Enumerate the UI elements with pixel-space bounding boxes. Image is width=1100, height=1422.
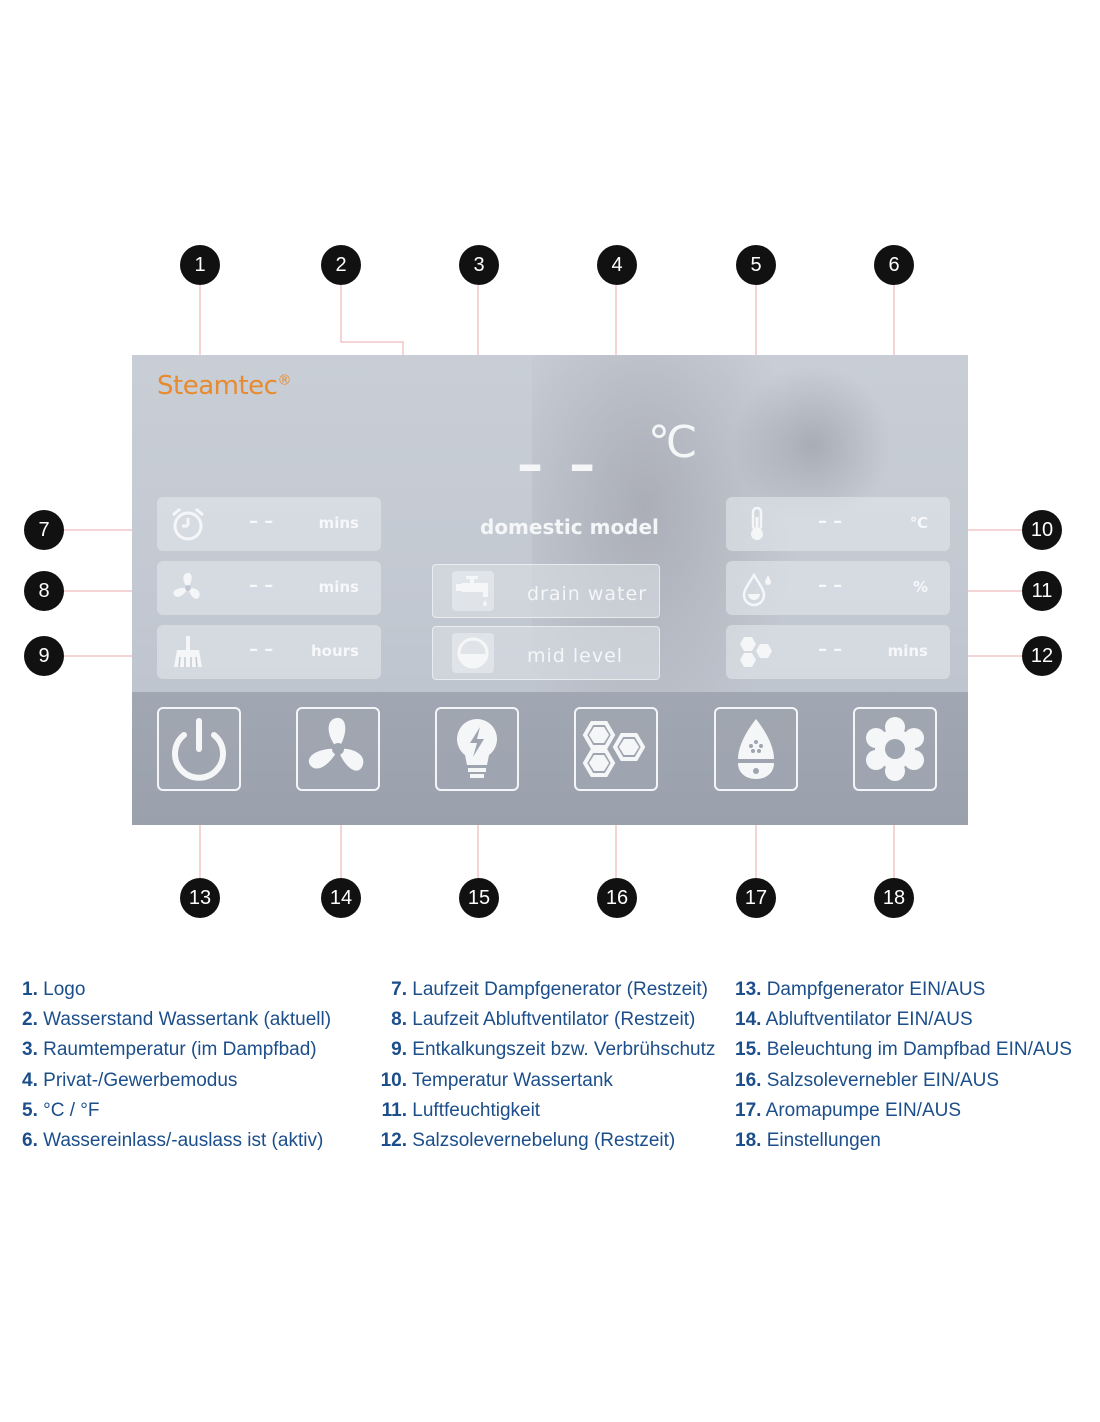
fan-icon (173, 572, 200, 599)
steamtec-logo: Steamtec® (157, 371, 291, 401)
callout-12: 12 (1022, 636, 1062, 676)
legend-item: 15. Beleuchtung im Dampfbad EIN/AUS (735, 1039, 1072, 1061)
legend-item: 12. Salzsolevernebelung (Restzeit) (380, 1130, 676, 1152)
legend-item: 5. °C / °F (22, 1099, 100, 1121)
callout-11: 11 (1022, 571, 1062, 611)
gear-icon (866, 717, 924, 781)
lighting-toggle-button[interactable] (435, 707, 519, 791)
legend-item: 1. Logo (22, 979, 86, 1000)
legend-column-1: 1. Logo 2. Wasserstand Wassertank (aktue… (22, 975, 331, 1156)
legend-item: 10. Temperatur Wassertank (380, 1069, 613, 1091)
legend-column-2: 7. Laufzeit Dampfgenerator (Restzeit) 8.… (378, 975, 716, 1156)
exhaust-fan-runtime: – – mins (157, 561, 381, 615)
light-bulb-icon (457, 719, 497, 778)
callout-3: 3 (459, 245, 499, 285)
bottom-toolbar (132, 692, 968, 825)
water-level-button[interactable]: mid level (432, 626, 660, 680)
aroma-pump-toggle-button[interactable] (714, 707, 798, 791)
callout-13: 13 (180, 878, 220, 918)
descaling-time: – – hours (157, 625, 381, 679)
settings-button[interactable] (853, 707, 937, 791)
callout-15: 15 (459, 878, 499, 918)
salt-nebulization-time: – – mins (726, 625, 950, 679)
legend-item: 9. Entkalkungszeit bzw. Verbrühschutz (391, 1039, 716, 1061)
legend-item: 8. Laufzeit Abluftventilator (Restzeit) (391, 1009, 696, 1031)
callout-5: 5 (736, 245, 776, 285)
alarm-clock-icon (172, 507, 204, 541)
thermometer-icon (751, 506, 763, 540)
callout-1: 1 (180, 245, 220, 285)
callout-18: 18 (874, 878, 914, 918)
steam-generator-power-button[interactable] (157, 707, 241, 791)
callout-17: 17 (736, 878, 776, 918)
callout-9: 9 (24, 636, 64, 676)
legend-item: 3. Raumtemperatur (im Dampfbad) (22, 1039, 317, 1061)
callout-8: 8 (24, 571, 64, 611)
legend-column-3: 13. Dampfgenerator EIN/AUS 14. Abluftven… (735, 975, 1072, 1156)
callout-2: 2 (321, 245, 361, 285)
broom-icon (174, 636, 202, 668)
salt-hexagons-icon (740, 637, 772, 667)
salt-nebulizer-toggle-button[interactable] (574, 707, 658, 791)
mode-label[interactable]: domestic model (480, 515, 659, 539)
legend-item: 7. Laufzeit Dampfgenerator (Restzeit) (391, 979, 708, 1000)
callout-14: 14 (321, 878, 361, 918)
half-circle-level-icon (452, 633, 494, 673)
aroma-diffuser-icon (738, 719, 774, 779)
callout-7: 7 (24, 510, 64, 550)
water-tap-icon (452, 571, 494, 611)
callout-4: 4 (597, 245, 637, 285)
drain-water-button[interactable]: drain water (432, 564, 660, 618)
callout-6: 6 (874, 245, 914, 285)
legend-item: 16. Salzsolevernebler EIN/AUS (735, 1069, 1000, 1091)
legend-item: 17. Aromapumpe EIN/AUS (735, 1099, 962, 1121)
humidity: – – % (726, 561, 950, 615)
callout-16: 16 (597, 878, 637, 918)
temperature-unit-toggle[interactable]: ℃ (648, 417, 698, 468)
tank-temperature: – – ℃ (726, 497, 950, 551)
power-icon (172, 718, 226, 781)
callout-10: 10 (1022, 510, 1062, 550)
legend-item: 6. Wassereinlass/-auslass ist (aktiv) (22, 1130, 324, 1152)
legend-item: 4. Privat-/Gewerbemodus (22, 1069, 238, 1091)
control-panel-screen: Steamtec® – – ℃ domestic model – – mins (132, 355, 968, 825)
legend-item: 11. Luftfeuchtigkeit (381, 1099, 541, 1121)
legend-item: 13. Dampfgenerator EIN/AUS (735, 979, 986, 1000)
humidity-drop-icon (742, 572, 771, 607)
legend-item: 14. Abluftventilator EIN/AUS (735, 1009, 973, 1031)
legend-item: 2. Wasserstand Wassertank (aktuell) (22, 1009, 332, 1031)
legend-item: 18. Einstellungen (735, 1130, 881, 1152)
exhaust-fan-toggle-button[interactable] (296, 707, 380, 791)
steam-generator-runtime: – – mins (157, 497, 381, 551)
hexagons-icon (582, 721, 646, 777)
room-temperature-readout: – – (517, 435, 600, 495)
fan-icon (308, 717, 364, 771)
